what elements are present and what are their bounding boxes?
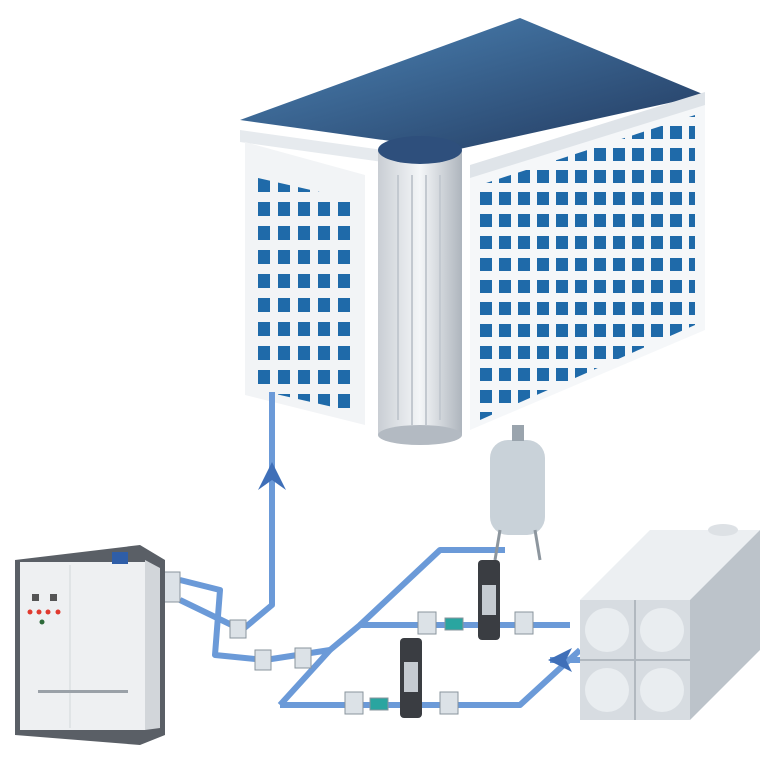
control-cabinet-icon [15, 545, 165, 745]
pipe-network [178, 392, 583, 708]
flow-arrow-icon [258, 462, 286, 490]
pump-icon [400, 560, 500, 718]
pressure-tank-icon [490, 425, 545, 561]
water-tank-icon [580, 524, 760, 720]
flow-arrow-icon [548, 648, 572, 672]
building-icon [240, 18, 705, 445]
